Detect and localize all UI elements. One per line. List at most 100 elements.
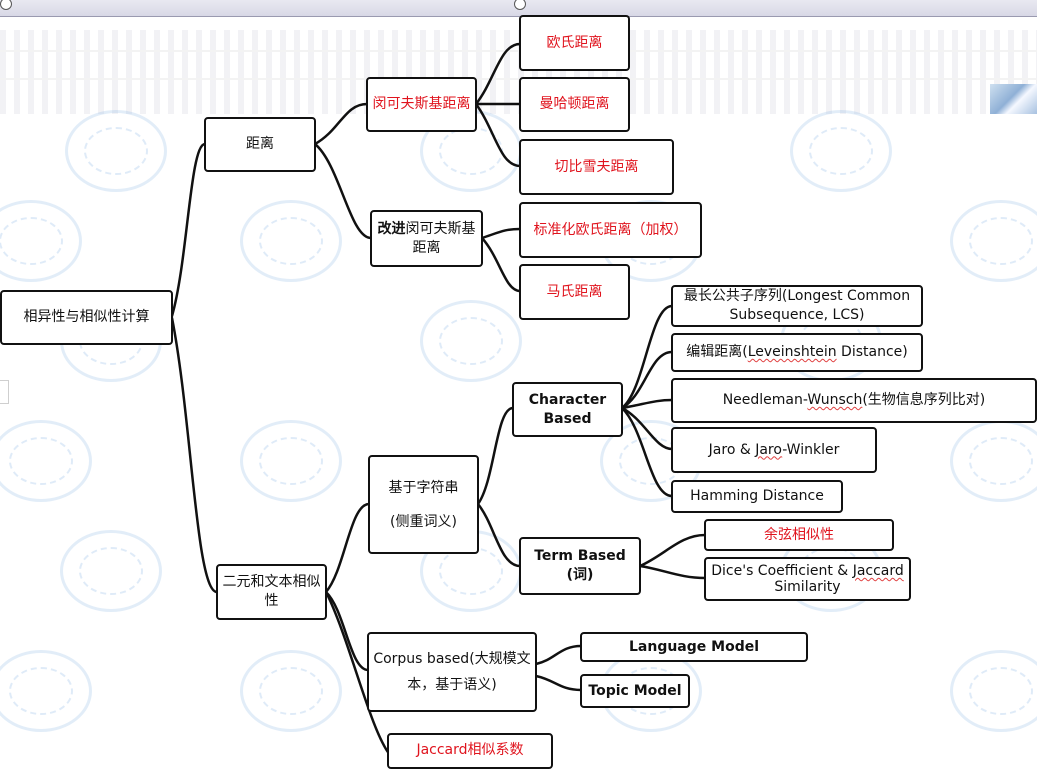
node-manhattan-label: 曼哈顿距离 (539, 96, 610, 112)
connector-char-nw (620, 398, 674, 410)
watermark-seal (240, 420, 342, 502)
node-string-line1: 基于字符串 (388, 479, 459, 496)
resize-handle-left[interactable] (0, 0, 12, 10)
connector-string-char (476, 406, 515, 506)
dice-name: Jaccard (852, 563, 904, 579)
node-jaccard-coefficient-label: Jaccard相似系数 (416, 742, 524, 758)
node-distance[interactable]: 距离 (204, 117, 316, 172)
node-term-line2: (词) (566, 567, 594, 583)
node-minkowski-label: 闵可夫斯基距离 (372, 96, 471, 112)
connector-improved-std (480, 227, 522, 240)
connector-term-cosine (638, 533, 707, 568)
node-string-line2: (侧重词义) (390, 513, 457, 530)
connector-binary-corpus (324, 590, 370, 672)
node-distance-label: 距离 (246, 136, 274, 152)
dice-line2: Similarity (774, 579, 841, 595)
connector-distance-minkowski (313, 102, 369, 146)
connector-distance-improved (313, 142, 373, 240)
node-root-label: 相异性与相似性计算 (23, 309, 150, 325)
connector-string-term (476, 502, 522, 568)
left-edge-marker (0, 380, 9, 404)
node-language-model-label: Language Model (628, 638, 760, 655)
node-euclidean-label: 欧氏距离 (546, 34, 603, 51)
node-language-model[interactable]: Language Model (580, 632, 808, 662)
edit-suffix: Distance) (836, 344, 908, 360)
node-standardized-euclidean[interactable]: 标准化欧氏距离（加权） (519, 202, 702, 258)
watermark-seal (240, 200, 342, 282)
connector-minkowski-euclid (474, 42, 522, 106)
node-chebyshev[interactable]: 切比雪夫距离 (519, 139, 674, 195)
dice-prefix: Dice's Coefficient & (711, 563, 853, 579)
edit-name: Leveinshtein (747, 344, 837, 360)
node-jaro-winkler[interactable]: Jaro & Jaro-Winkler (671, 427, 877, 473)
node-needleman-wunsch[interactable]: Needleman-Wunsch(生物信息序列比对) (671, 378, 1037, 423)
node-chebyshev-label: 切比雪夫距离 (554, 158, 639, 175)
node-topic-model[interactable]: Topic Model (580, 674, 690, 708)
node-character-based[interactable]: Character Based (512, 382, 623, 437)
watermark-seal (0, 420, 92, 502)
node-standardized-euclidean-label: 标准化欧氏距离（加权） (533, 221, 688, 238)
connector-root-distance (170, 142, 207, 318)
connector-binary-string (324, 502, 371, 594)
node-jaro-winkler-label: Jaro & Jaro-Winkler (709, 441, 840, 460)
node-manhattan[interactable]: 曼哈顿距离 (519, 77, 630, 132)
node-string-based[interactable]: 基于字符串 (侧重词义) (368, 455, 479, 554)
connector-root-binary (170, 316, 219, 594)
node-character-based-label: Character Based (528, 391, 607, 427)
node-needleman-wunsch-label: Needleman-Wunsch(生物信息序列比对) (723, 391, 986, 410)
node-binary-text-label: 二元和文本相似性 (222, 574, 321, 609)
node-mahalanobis[interactable]: 马氏距离 (519, 264, 630, 320)
node-jaccard-coefficient[interactable]: Jaccard相似系数 (387, 733, 553, 769)
watermark-seal (0, 650, 92, 732)
node-improved-minkowski[interactable]: 改进闵可夫斯基距离 (370, 210, 483, 267)
connector-char-hamming (620, 406, 674, 498)
nw-name2: Wunsch (807, 392, 863, 408)
watermark-seal (0, 200, 82, 282)
node-lcs[interactable]: 最长公共子序列(Longest Common Subsequence, LCS) (671, 285, 923, 327)
nw-name1: Needleman (722, 392, 803, 408)
node-topic-model-label: Topic Model (588, 682, 682, 699)
watermark-seal (65, 110, 167, 192)
connector-term-dice (638, 564, 707, 580)
connector-char-edit (620, 350, 674, 410)
node-improved-bold: 改进 (377, 220, 406, 237)
node-root[interactable]: 相异性与相似性计算 (0, 290, 173, 345)
nw-suffix: (生物信息序列比对) (862, 392, 986, 408)
connector-improved-mahal (480, 236, 522, 293)
connector-corpus-topic (534, 674, 583, 692)
connector-char-jaro (620, 406, 674, 451)
node-binary-text[interactable]: 二元和文本相似性 (216, 564, 327, 620)
node-minkowski[interactable]: 闵可夫斯基距离 (366, 77, 477, 132)
resize-handle-center[interactable] (514, 0, 526, 10)
watermark-seal (240, 650, 342, 732)
connector-char-lcs (620, 304, 674, 410)
node-cosine-label: 余弦相似性 (764, 526, 834, 543)
node-cosine[interactable]: 余弦相似性 (704, 519, 894, 551)
watermark-seal (60, 530, 162, 612)
watermark-seal (950, 650, 1037, 732)
node-term-based[interactable]: Term Based (词) (519, 537, 641, 595)
node-hamming[interactable]: Hamming Distance (671, 480, 843, 513)
connector-minkowski-chebyshev (474, 102, 522, 168)
watermark-seal (790, 110, 892, 192)
node-term-line1: Term Based (534, 548, 626, 564)
node-improved-rest: 闵可夫斯基距离 (405, 220, 476, 256)
watermark-seal (950, 200, 1037, 282)
node-corpus-based[interactable]: Corpus based(大规模文本，基于语义) (367, 632, 537, 712)
node-corpus-based-label: Corpus based(大规模文本，基于语义) (373, 651, 531, 693)
connector-corpus-lm (534, 644, 583, 666)
edit-prefix: 编辑距离( (686, 344, 748, 360)
title-bar (0, 0, 1037, 17)
jaro-prefix: Jaro & (708, 441, 756, 458)
node-improved-minkowski-label: 改进闵可夫斯基距离 (376, 220, 477, 258)
corner-image (990, 84, 1037, 114)
node-dice-jaccard[interactable]: Dice's Coefficient & Jaccard Similarity (704, 557, 911, 601)
jaro-name: Jaro (755, 441, 783, 458)
node-edit-distance[interactable]: 编辑距离(Leveinshtein Distance) (671, 333, 923, 372)
watermark-seal (420, 300, 522, 382)
node-lcs-label: 最长公共子序列(Longest Common Subsequence, LCS) (683, 288, 911, 323)
connector-binary-jaccard (324, 590, 392, 757)
node-euclidean[interactable]: 欧氏距离 (519, 15, 630, 71)
node-edit-distance-label: 编辑距离(Leveinshtein Distance) (686, 343, 907, 362)
